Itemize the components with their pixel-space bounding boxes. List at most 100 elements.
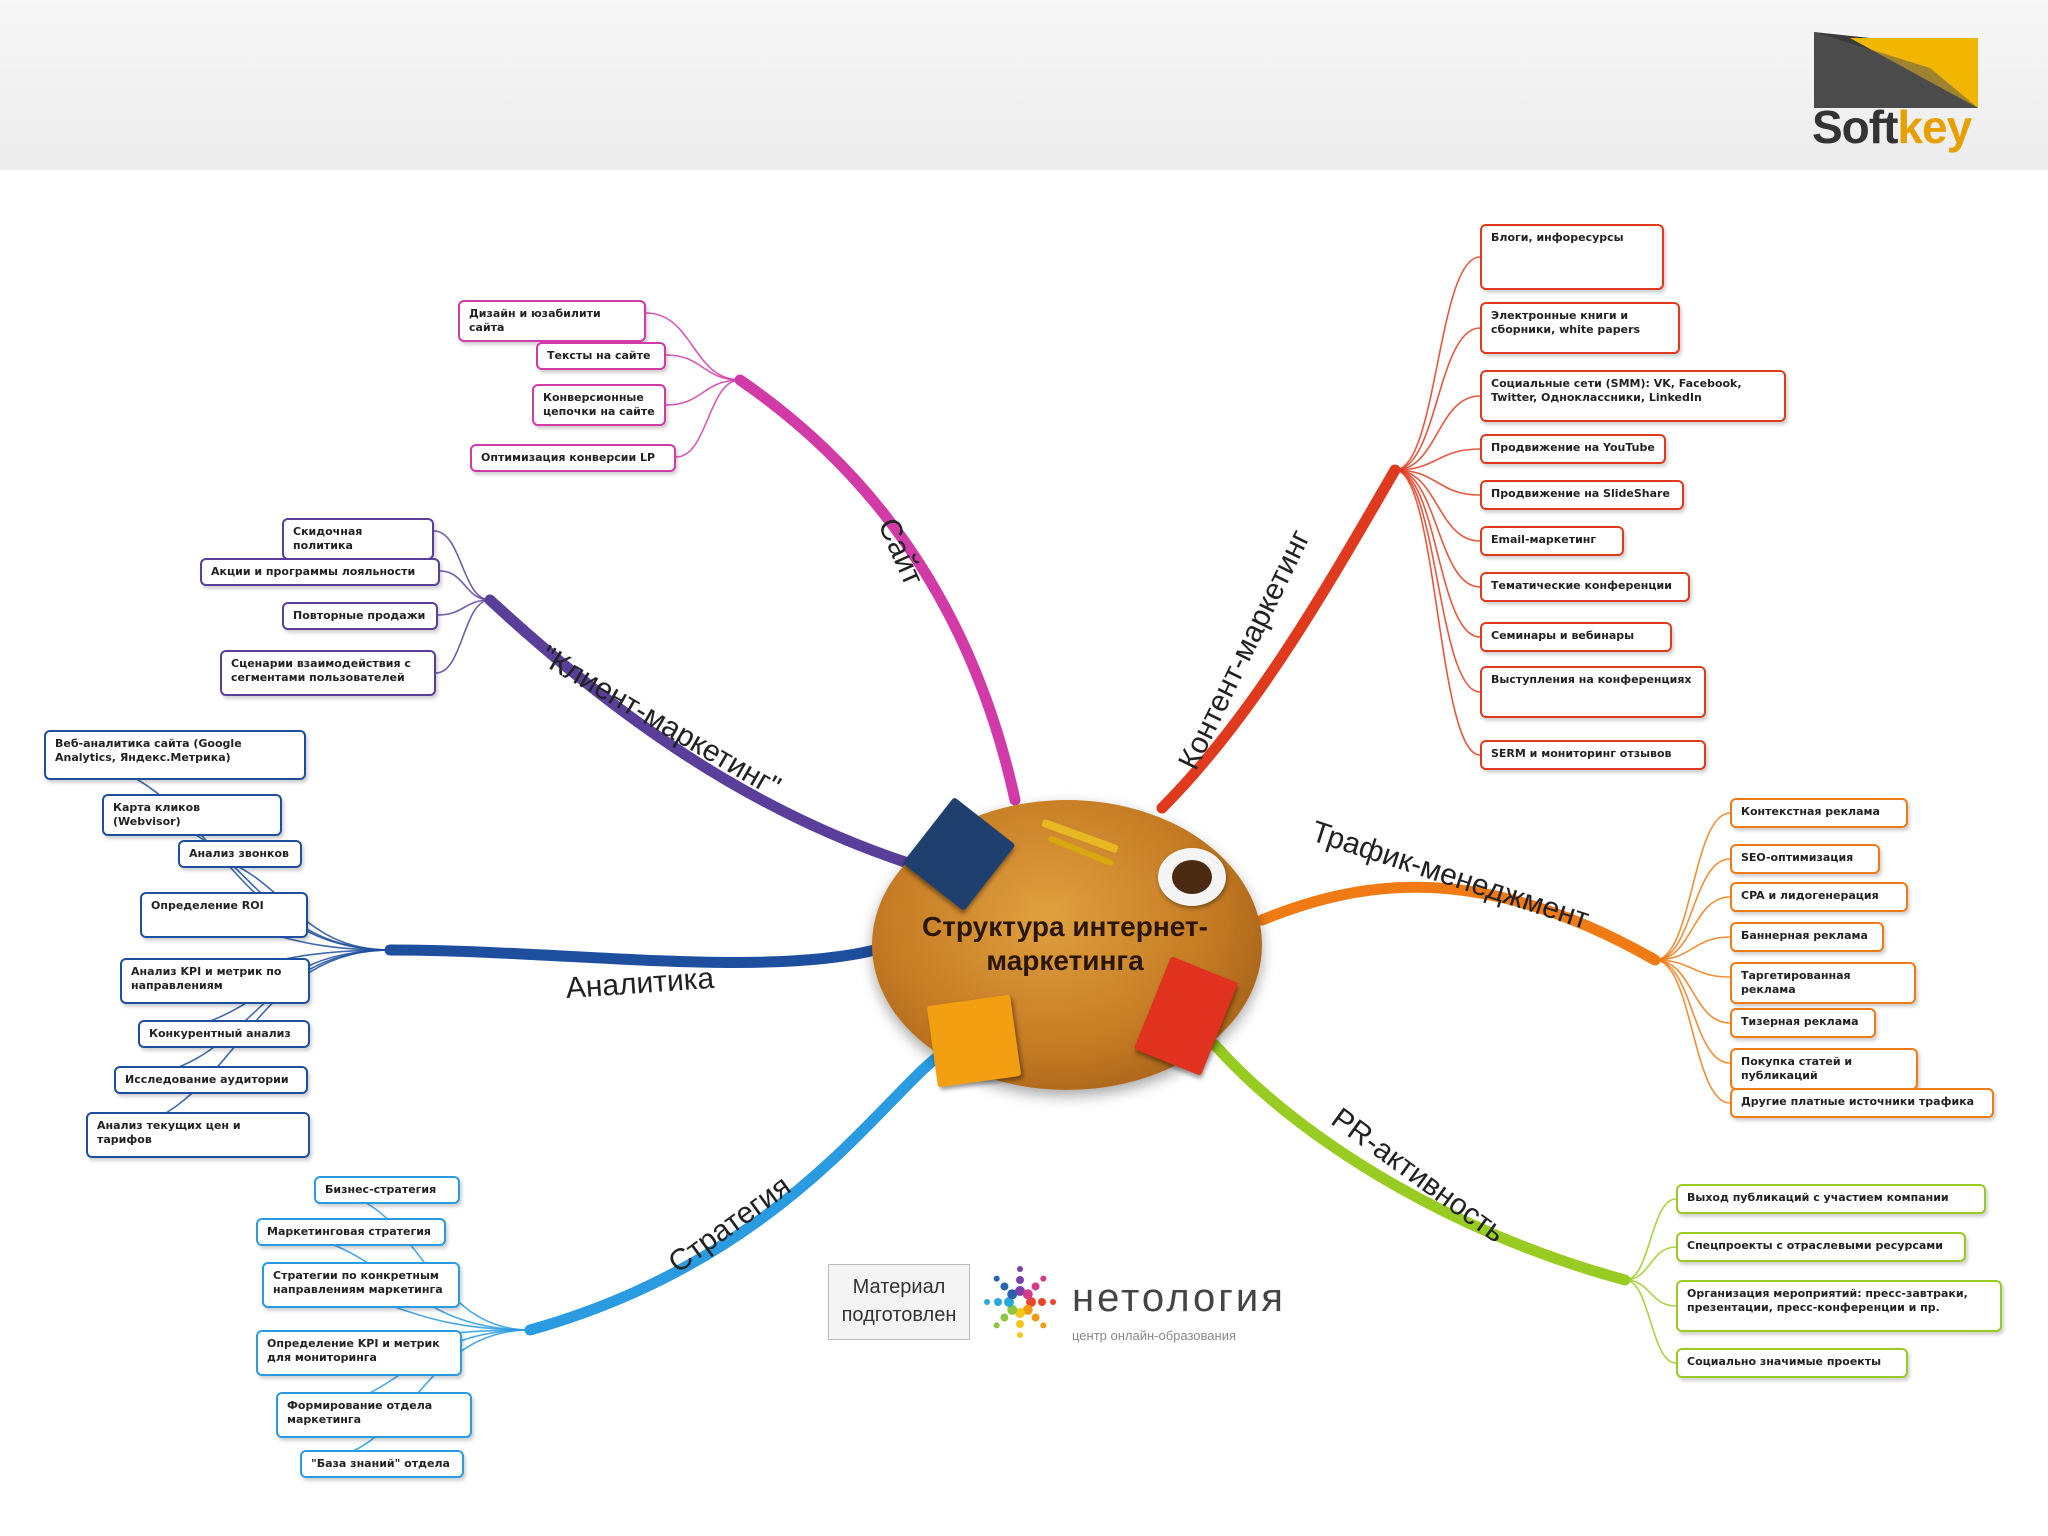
flower-dot (1007, 1304, 1018, 1315)
flower-dot (1050, 1299, 1056, 1305)
branch-line-pr (1209, 1039, 1631, 1286)
flower-dot (1000, 1313, 1009, 1322)
center-title: Структура интернет-маркетинга (880, 910, 1250, 978)
header-band (0, 0, 2048, 170)
branch-line-analitika (384, 944, 881, 968)
leaf-connector (437, 599, 491, 616)
leaf-connector (439, 570, 491, 601)
leaf-connector (665, 354, 741, 381)
leaf-connector (433, 530, 491, 601)
leaf-connector (1654, 812, 1731, 961)
softkey-wordmark: Softkey (1812, 100, 1972, 154)
branch-line-trafik (1256, 881, 1661, 966)
leaf-connector (313, 1188, 531, 1331)
leaf-connector (1654, 959, 1731, 978)
softkey-logo-icon (1814, 32, 1978, 108)
leaf-connector (1394, 448, 1481, 471)
center-title-line2: маркетинга (986, 945, 1144, 976)
leaf-connector (1624, 1246, 1677, 1281)
flower-dot (1026, 1297, 1036, 1307)
leaf-node-analitika: Исследование аудитории (114, 1066, 308, 1094)
leaf-connector (645, 312, 741, 381)
leaf-node-trafik: Тизерная реклама (1730, 1008, 1876, 1038)
leaf-node-analitika: Определение ROI (140, 892, 308, 938)
leaf-connector (1654, 858, 1731, 961)
leaf-connector (1624, 1279, 1677, 1307)
leaf-connector (1394, 327, 1481, 471)
leaf-node-sait: Дизайн и юзабилити сайта (458, 300, 646, 342)
leaf-node-trafik: Покупка статей и публикаций (1730, 1048, 1918, 1090)
flower-dot (993, 1275, 1000, 1282)
org-name: нетология (1072, 1276, 1286, 1320)
leaf-node-pr: Организация мероприятий: пресс-завтраки,… (1676, 1280, 2002, 1332)
leaf-node-klient: Сценарии взаимодействия с сегментами пол… (220, 650, 436, 696)
leaf-node-trafik: Другие платные источники трафика (1730, 1088, 1994, 1118)
branch-line-klient (484, 594, 911, 868)
flower-dot (1016, 1276, 1024, 1284)
leaf-connector (1654, 936, 1731, 961)
leaf-connector (1654, 959, 1731, 1104)
orange-book-icon (926, 994, 1022, 1088)
leaf-connector (1624, 1279, 1677, 1364)
leaf-connector (435, 599, 491, 674)
leaf-connector (1394, 256, 1481, 471)
netology-flower-icon (984, 1266, 1056, 1338)
org-subtitle: центр онлайн-образования (1072, 1328, 1237, 1343)
flower-dot (1031, 1313, 1040, 1322)
leaf-node-klient: Скидочная политика (282, 518, 434, 560)
flower-dot (1038, 1298, 1046, 1306)
leaf-node-trafik: Баннерная реклама (1730, 922, 1884, 952)
flower-dot (1022, 1289, 1033, 1300)
leaf-connector (675, 379, 741, 458)
center-title-line1: Структура интернет- (922, 911, 1208, 942)
flower-dot (984, 1299, 990, 1305)
leaf-node-kontent: Выступления на конференциях (1480, 666, 1706, 718)
leaf-node-strategiya: Бизнес-стратегия (314, 1176, 460, 1204)
flower-dot (1017, 1266, 1023, 1272)
leaf-node-kontent: SERM и мониторинг отзывов (1480, 740, 1706, 770)
branch-line-sait (734, 374, 1021, 806)
flower-dot (1015, 1286, 1025, 1296)
leaf-connector (1654, 896, 1731, 961)
leaf-node-kontent: Email-маркетинг (1480, 526, 1624, 556)
leaf-node-analitika: Анализ текущих цен и тарифов (86, 1112, 310, 1158)
leaf-node-strategiya: Определение KPI и метрик для мониторинга (256, 1330, 462, 1376)
flower-dot (1022, 1304, 1033, 1315)
leaf-node-trafik: SEO-оптимизация (1730, 844, 1880, 874)
credit-label: Материал подготовлен (828, 1264, 970, 1340)
flower-dot (1007, 1289, 1018, 1300)
leaf-connector (1394, 469, 1481, 693)
leaf-node-trafik: Таргетированная реклама (1730, 962, 1916, 1004)
logo-soft: Soft (1812, 101, 1898, 153)
flower-dot (994, 1298, 1002, 1306)
leaf-node-kontent: Семинары и вебинары (1480, 622, 1672, 652)
leaf-connector (1654, 959, 1731, 1064)
branch-line-strategiya (524, 1049, 946, 1336)
leaf-node-strategiya: Стратегии по конкретным направлениям мар… (262, 1262, 460, 1308)
coffee-icon (1172, 860, 1212, 894)
flower-dot (1015, 1308, 1025, 1318)
leaf-node-strategiya: Формирование отдела маркетинга (276, 1392, 472, 1438)
leaf-node-pr: Спецпроекты с отраслевыми ресурсами (1676, 1232, 1966, 1262)
flower-dot (1017, 1332, 1023, 1338)
leaf-node-trafik: CPA и лидогенерация (1730, 882, 1908, 912)
leaf-node-sait: Тексты на сайте (536, 342, 666, 370)
leaf-node-kontent: Социальные сети (SMM): VK, Facebook, Twi… (1480, 370, 1786, 422)
leaf-node-strategiya: "База знаний" отдела (300, 1450, 464, 1478)
leaf-node-pr: Социально значимые проекты (1676, 1348, 1908, 1378)
leaf-node-sait: Оптимизация конверсии LP (470, 444, 676, 472)
leaf-node-analitika: Веб-аналитика сайта (Google Analytics, Я… (44, 730, 306, 780)
leaf-connector (1394, 469, 1481, 756)
flower-dot (1000, 1282, 1009, 1291)
leaf-connector (665, 379, 741, 406)
leaf-node-kontent: Тематические конференции (1480, 572, 1690, 602)
leaf-node-kontent: Продвижение на SlideShare (1480, 480, 1684, 510)
leaf-node-trafik: Контекстная реклама (1730, 798, 1908, 828)
flower-dot (1031, 1282, 1040, 1291)
leaf-node-analitika: Конкурентный анализ (138, 1020, 310, 1048)
leaf-node-strategiya: Маркетинговая стратегия (256, 1218, 446, 1246)
leaf-connector (1654, 959, 1731, 1024)
leaf-node-pr: Выход публикаций с участием компании (1676, 1184, 1986, 1214)
leaf-node-analitika: Анализ KPI и метрик по направлениям (120, 958, 310, 1004)
logo-key: key (1897, 101, 1972, 153)
